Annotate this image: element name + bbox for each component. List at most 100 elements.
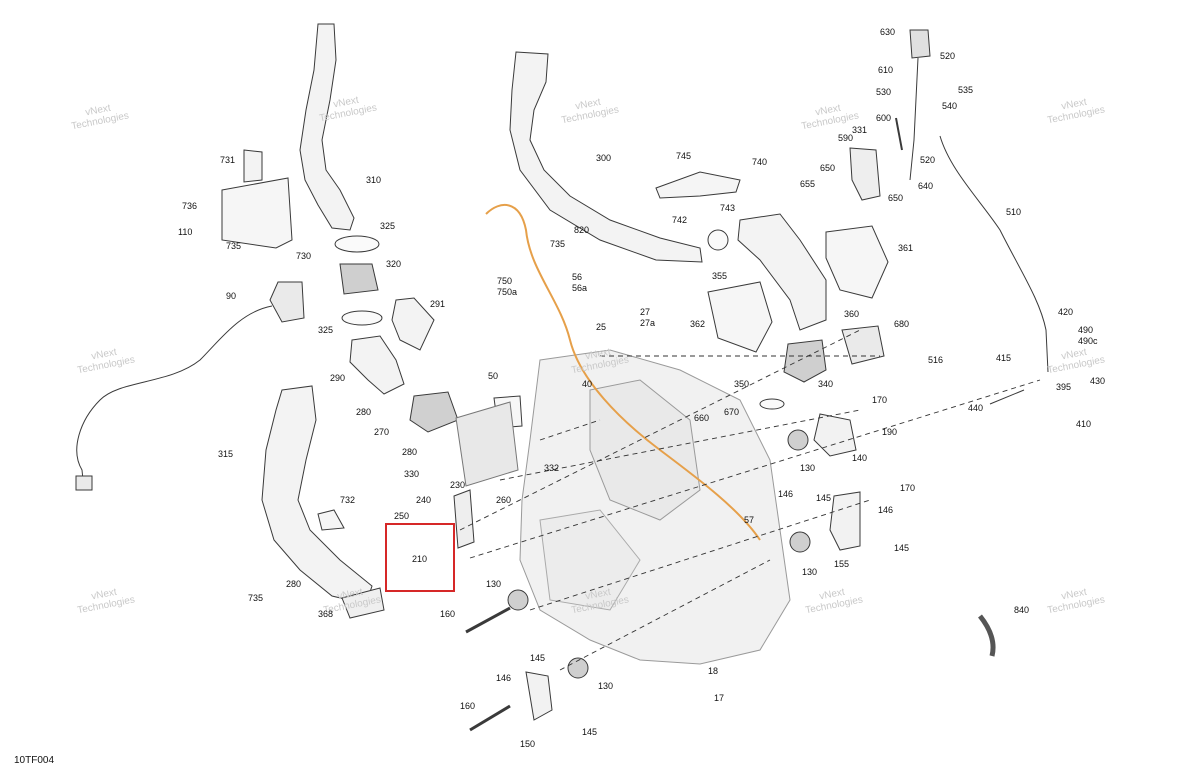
intake-duct-310 [299,23,355,231]
part-label: 260 [496,495,512,505]
part-label: 17 [714,693,725,703]
clamp-355 [707,229,729,251]
part-label: 160 [440,609,456,619]
part-label: 350 [734,379,750,389]
part-label: 331 [852,125,868,135]
boot-270 [409,391,459,433]
duct-290 [349,335,405,395]
part-label: 27 [640,307,651,317]
mount-155 [829,491,861,551]
part-label: 520 [940,51,956,61]
part-label: 430 [1090,376,1106,386]
part-label: 27a [640,318,656,328]
part-label: 680 [894,319,910,329]
axis-line-2 [459,329,861,531]
part-label: 130 [598,681,614,691]
harness-90 [269,281,305,323]
part-label: 490c [1078,336,1098,346]
engine-cylinder [589,379,701,521]
cover-361 [825,225,889,299]
part-label: 362 [690,319,706,329]
clamp-325-lower [341,310,383,326]
intake-duct-300 [509,51,703,263]
part-label: 310 [366,175,382,185]
duct-291 [391,297,435,351]
part-label: 600 [876,113,892,123]
shift-rod-610 [909,57,919,181]
part-label: 240 [416,495,432,505]
part-label: 530 [876,87,892,97]
mount-150 [525,671,553,721]
part-label: 740 [752,157,768,167]
spring-600 [895,117,903,151]
part-label: 146 [496,673,512,683]
part-label: 170 [900,483,916,493]
part-label: 130 [802,567,818,577]
bracket-731 [243,149,263,183]
radiator-330 [455,401,519,487]
part-label: 670 [724,407,740,417]
part-label: 516 [928,355,944,365]
part-label: 650 [820,163,836,173]
intake-duct-315 [261,385,373,605]
part-label: 56a [572,283,588,293]
part-label: 290 [330,373,346,383]
part-label: 280 [356,407,372,417]
filter-340 [783,339,827,383]
highlight-box [385,523,455,592]
part-label: 750 [497,276,513,286]
part-label: 280 [402,447,418,457]
part-label: 735 [226,241,242,251]
part-label: 415 [996,353,1012,363]
part-label: 230 [450,480,466,490]
part-label: 170 [872,395,888,405]
module-680 [841,325,885,365]
part-label: 146 [878,505,894,515]
part-label: 250 [394,511,410,521]
part-label: 332 [544,463,560,473]
harness-90-wire [76,305,273,491]
harness-90-connector [75,475,93,491]
bolt-160-a [465,606,511,634]
part-label: 325 [318,325,334,335]
part-label: 735 [248,593,264,603]
clamp-350 [759,398,785,410]
part-label: 270 [374,427,390,437]
plate-230 [453,489,475,549]
mount-140 [813,413,857,457]
part-label: 510 [1006,207,1022,217]
bushing-130-d [567,657,589,679]
part-label: 490 [1078,325,1094,335]
bracket-740 [655,171,741,199]
part-label: 315 [218,449,234,459]
part-label: 440 [968,403,984,413]
part-label: 820 [574,225,590,235]
part-label: 210 [412,554,428,564]
part-label: 50 [488,371,499,381]
shift-knob-630 [909,29,931,59]
part-label: 395 [1056,382,1072,392]
bushing-130-c [507,589,529,611]
part-label: 732 [340,495,356,505]
part-label: 57 [744,515,755,525]
part-label: 56 [572,272,583,282]
part-label: 325 [380,221,396,231]
part-label: 745 [676,151,692,161]
part-label: 18 [708,666,719,676]
part-label: 535 [958,85,974,95]
part-label: 340 [818,379,834,389]
part-label: 291 [430,299,446,309]
part-label: 840 [1014,605,1030,615]
part-label: 520 [920,155,936,165]
intake-duct-360 [737,213,827,331]
part-label: 145 [582,727,598,737]
part-label: 650 [888,193,904,203]
rod-440 [989,389,1025,405]
part-label: 730 [296,251,312,261]
part-label: 145 [530,653,546,663]
part-label: 145 [816,493,832,503]
part-label: 150 [520,739,536,749]
bracket-730 [221,177,293,249]
